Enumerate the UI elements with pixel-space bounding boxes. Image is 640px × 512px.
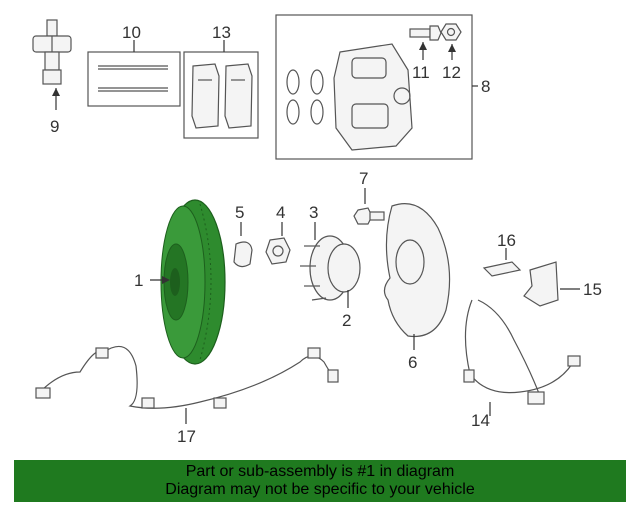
part-13-brake-pads[interactable] <box>183 51 259 139</box>
callout-5: 5 <box>235 203 244 222</box>
callout-4: 4 <box>276 203 285 222</box>
callout-6: 6 <box>408 353 417 372</box>
callout-7: 7 <box>359 169 368 188</box>
callout-15: 15 <box>583 280 602 299</box>
footer-banner-bg <box>14 460 626 502</box>
callout-17: 17 <box>177 427 196 446</box>
callout-16: 16 <box>497 231 516 250</box>
part-12-nut[interactable] <box>440 23 462 41</box>
part-16-bracket[interactable] <box>482 261 522 277</box>
callout-10: 10 <box>122 23 141 42</box>
part-6-splash-shield[interactable] <box>383 203 451 338</box>
callout-11: 11 <box>412 63 430 82</box>
part-10-pad-hardware[interactable] <box>87 51 181 107</box>
footer-banner: Part or sub-assembly is #1 in diagram Di… <box>14 460 626 502</box>
part-11-bolt[interactable] <box>409 25 442 41</box>
part-9-guide-pin[interactable] <box>32 19 72 85</box>
callout-2: 2 <box>342 311 351 330</box>
part-14-brake-hose[interactable] <box>463 299 581 405</box>
part-4-hub-nut[interactable] <box>265 237 291 265</box>
callout-1: 1 <box>134 271 143 290</box>
callout-14: 14 <box>471 411 490 430</box>
part-2-hub-bearing[interactable] <box>300 235 361 301</box>
part-7-bolt[interactable] <box>353 207 385 225</box>
part-8-caliper-assembly[interactable] <box>275 14 473 160</box>
banner-line-2: Diagram may not be specific to your vehi… <box>165 481 475 498</box>
part-15-sensor-bracket[interactable] <box>523 261 559 307</box>
callout-3: 3 <box>309 203 318 222</box>
callout-13: 13 <box>212 23 231 42</box>
banner-line-1: Part or sub-assembly is #1 in diagram <box>185 463 455 480</box>
callout-12: 12 <box>442 63 461 82</box>
part-5-dust-cap[interactable] <box>233 241 253 268</box>
part-1-brake-rotor[interactable] <box>160 199 226 365</box>
callout-9: 9 <box>50 117 59 136</box>
callout-8: 8 <box>481 77 490 96</box>
part-17-wear-sensor[interactable] <box>35 345 339 409</box>
